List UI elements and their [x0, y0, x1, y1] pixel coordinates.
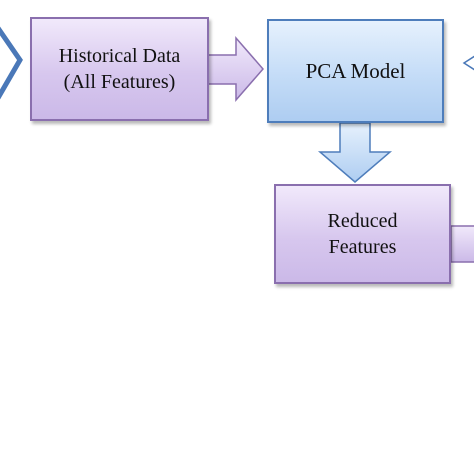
arrow-historical-to-pca	[207, 35, 264, 103]
pca-right-connector	[462, 55, 474, 71]
arrow-pca-to-reduced	[317, 122, 393, 183]
node-reduced-features-line2: Features	[328, 236, 397, 258]
node-historical-data-line1: Historical Data	[58, 45, 181, 67]
node-reduced-features-line1: Reduced	[327, 210, 398, 232]
node-pca-model-label: PCA Model	[305, 59, 406, 83]
node-reduced-features: Reduced Features	[274, 184, 451, 284]
incoming-chevron-arrow	[0, 26, 23, 100]
arrow-reduced-outgoing	[450, 225, 474, 263]
node-pca-model: PCA Model	[267, 19, 444, 123]
node-historical-data-line2: (All Features)	[63, 71, 176, 93]
node-historical-data: Historical Data (All Features)	[30, 17, 209, 121]
